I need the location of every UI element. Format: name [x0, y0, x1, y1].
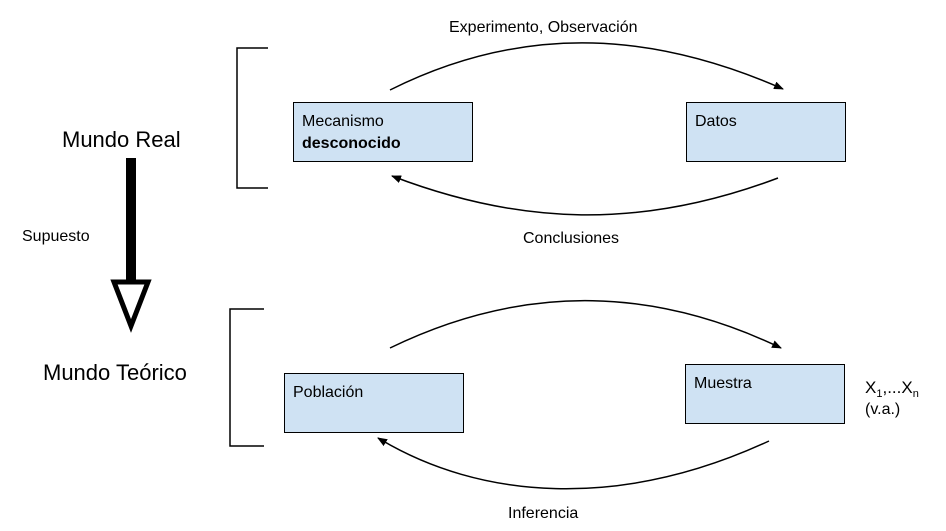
random-variables-notation: X1,...Xn [865, 378, 919, 401]
sample-box-label: Muestra [694, 375, 752, 392]
conclusions-arrow [391, 175, 779, 216]
rv-x-first: X [865, 378, 877, 397]
rv-sub-first: 1 [876, 388, 883, 400]
population-box-label: Población [293, 384, 364, 401]
theoretical-world-title: Mundo Teórico [43, 360, 187, 385]
data-box-label: Datos [695, 113, 737, 130]
real-world-title: Mundo Real [62, 127, 181, 152]
experiment-arrow [389, 42, 784, 91]
sample-box: Muestra [685, 364, 845, 424]
experiment-observation-label: Experimento, Observación [449, 19, 638, 36]
assumption-arrow-shaft [126, 158, 136, 284]
inference-arrow [377, 437, 770, 490]
data-box: Datos [686, 102, 846, 162]
population-box: Población [284, 373, 464, 433]
rv-sub-last: n [912, 388, 919, 400]
theoretical-world-bracket [229, 308, 264, 447]
conclusions-label: Conclusiones [523, 230, 620, 247]
unknown-mechanism-box: Mecanismo desconocido [293, 102, 473, 162]
inference-label: Inferencia [508, 505, 579, 522]
assumption-label: Supuesto [22, 228, 90, 245]
unknown-mechanism-line1: Mecanismo [302, 113, 384, 130]
rv-middle: ,...X [882, 378, 913, 397]
sampling-arrow [389, 299, 782, 349]
assumption-arrow-head [110, 279, 152, 333]
unknown-mechanism-line2: desconocido [302, 135, 401, 152]
real-world-bracket [236, 47, 268, 189]
random-variable-note: (v.a.) [865, 401, 901, 418]
